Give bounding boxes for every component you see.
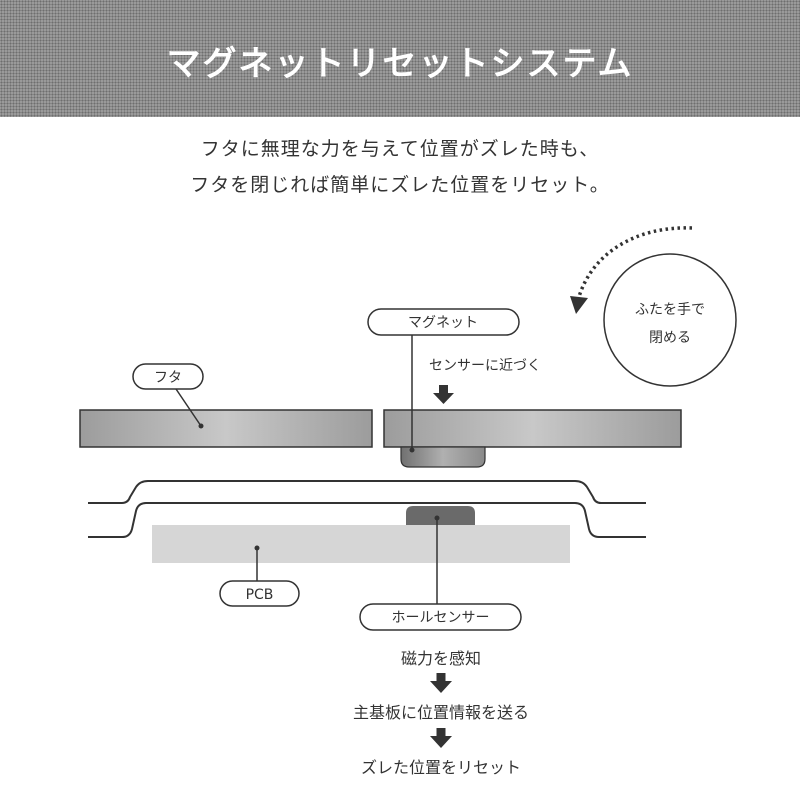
page-title: マグネットリセットシステム: [166, 44, 634, 84]
pcb-label: PCB: [246, 587, 274, 603]
hall-sensor-label: ホールセンサー: [392, 610, 490, 626]
lid-leader-line: [175, 388, 202, 427]
close-lid-circle: [603, 253, 737, 387]
step-sense-magnetism: 磁力を感知: [401, 649, 481, 668]
intro-line-2: フタを閉じれば簡単にズレた位置をリセット。: [190, 174, 610, 196]
rotation-arrowhead-icon: [570, 296, 588, 314]
step-send-position: 主基板に位置情報を送る: [353, 703, 529, 722]
rotation-arrow-path: [576, 226, 693, 301]
body-outline-inner: [88, 502, 646, 538]
step-arrow-2-icon: [430, 728, 452, 748]
intro-line-1: フタに無理な力を与えて位置がズレた時も、: [200, 138, 600, 160]
hall-sensor-block: [406, 506, 475, 525]
step-reset-position: ズレた位置をリセット: [361, 758, 521, 777]
magnet-label: マグネット: [408, 315, 478, 331]
lid-right-plate: [383, 409, 682, 448]
magnet-block: [400, 446, 486, 468]
step-arrow-1-icon: [430, 673, 452, 693]
pcb-label-pill: [219, 580, 300, 607]
header-banner: マグネットリセットシステム: [0, 0, 800, 117]
close-hand-label-2: 閉める: [649, 330, 691, 346]
hall-sensor-label-pill: [359, 603, 522, 631]
pcb-leader-dot: [254, 545, 260, 551]
lid-leader-dot: [198, 423, 204, 429]
magnet-label-pill: [367, 308, 520, 336]
magnet-leader-dot: [409, 447, 415, 453]
hall-sensor-leader-dot: [434, 515, 440, 521]
lid-left-plate: [79, 409, 373, 448]
pcb-board: [152, 525, 570, 563]
lid-label: フタ: [154, 370, 182, 386]
approach-down-arrow-icon: [433, 385, 454, 404]
body-outline-outer: [88, 480, 646, 504]
lid-label-pill: [132, 363, 204, 390]
close-hand-label-1: ふたを手で: [635, 302, 705, 318]
approach-sensor-label: センサーに近づく: [429, 358, 541, 374]
